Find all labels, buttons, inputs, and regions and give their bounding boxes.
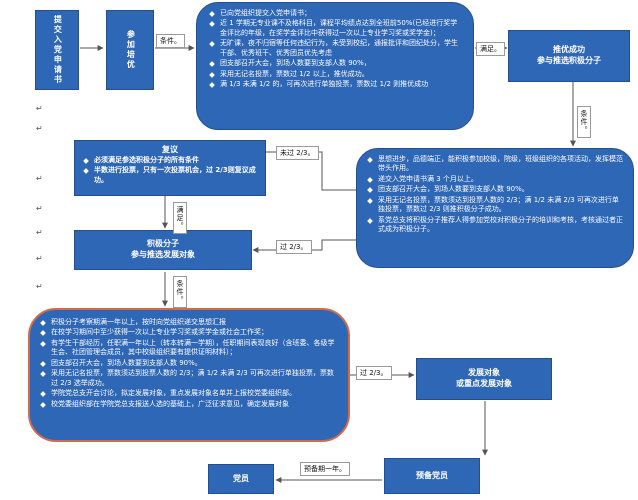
training-requirements-box: 已向党组织提交入党申请书； 近 1 学期无专业课不及格科目，课程平均绩点达到全班… (196, 2, 474, 130)
development-req-item: 积极分子考察期满一年以上，按时向党组织递交思想汇报 (40, 318, 338, 327)
activist-subtitle: 参与推选发展对象 (131, 250, 195, 259)
paragraph-mark: ↵ (36, 124, 43, 133)
excellent-success-node: 推优成功 参与推选积极分子 (508, 30, 630, 82)
paragraph-mark: ↵ (36, 228, 43, 237)
label-pass-two-thirds-1: 过 2/3。 (276, 240, 312, 254)
activist-requirements-box: 思想进步，品德端正，能积极参加校级，院级，班级组织的各项活动，发挥模范带头作用。… (356, 148, 634, 268)
training-req-item: 团支部召开大会，到场人数要到支部人数 90%， (209, 59, 463, 68)
activist-title: 积极分子 (147, 239, 179, 249)
development-req-item: 学院党总支开会讨论，拟定发展对象，重点发展对象名单并上报校党委组织部。 (40, 389, 338, 398)
label-condition-1: 条件。 (156, 34, 185, 48)
label-probation-year: 预备期一年。 (300, 462, 350, 476)
paragraph-mark: ↵ (36, 254, 43, 263)
development-target-node: 发展对象 或重点发展对象 (416, 358, 552, 400)
review-node: 复议 必须满足参选积极分子的所有条件 半数进行投票，只有一次投票机会，过 2/3… (74, 140, 266, 196)
party-member-text: 党员 (233, 473, 249, 483)
review-item: 必须满足参选积极分子的所有条件 (83, 156, 257, 165)
training-req-item: 满 1/3 未满 1/2 的，可再次进行单独投票，票数过 1/2 则推优成功 (209, 80, 463, 89)
development-req-item: 采用无记名投票，票数须达到投票人数的 2/3；满 1/2 未满 2/3 可再次进… (40, 369, 338, 388)
label-satisfied-2: 满足。 (173, 202, 187, 234)
probationary-member-text: 预备党员 (416, 470, 448, 480)
excellent-success-title: 推优成功 (553, 45, 585, 55)
development-req-item: 有学生干部经历，任职满一年以上（转本转满一学期），任职期间表现良好（含班委、各级… (40, 339, 338, 358)
development-target-title: 发展对象 (468, 368, 500, 378)
activist-req-item: 思想进步，品德端正，能积极参加校级，院级，班级组织的各项活动，发挥模范带头作用。 (367, 155, 623, 174)
review-title: 复议 (162, 145, 178, 154)
party-member-node: 党员 (208, 464, 274, 494)
paragraph-mark: ↵ (36, 282, 43, 291)
training-node: 参加培优 (106, 10, 154, 90)
paragraph-mark: ↵ (36, 204, 43, 213)
development-target-subtitle: 或重点发展对象 (456, 379, 512, 388)
activist-node: 积极分子 参与推选发展对象 (74, 230, 252, 270)
training-req-item: 已向党组织提交入党申请书； (209, 9, 463, 18)
label-condition-2: 条件。 (577, 106, 591, 138)
activist-req-item: 采用无记名投票，票数须达到投票人数的 2/3；满 1/2 未满 2/3 可再次进… (367, 196, 623, 215)
submit-application-node: 提交入党申请书 (35, 10, 79, 90)
excellent-success-subtitle: 参与推选积极分子 (537, 56, 601, 65)
training-req-item: 采用无记名投票，票数过 1/2 以上，推优成功。 (209, 70, 463, 79)
activist-req-item: 团支部召开大会，到场人数要到支部人数 90%。 (367, 185, 623, 194)
development-req-item: 在校学习期间中至少获得一次以上专业学习奖或奖学金或社会工作奖； (40, 328, 338, 337)
development-requirements-box: 积极分子考察期满一年以上，按时向党组织递交思想汇报 在校学习期间中至少获得一次以… (28, 308, 350, 442)
label-satisfied-1: 满足。 (476, 42, 505, 56)
label-fail-two-thirds: 未过 2/3。 (276, 146, 319, 160)
paragraph-mark: ↵ (36, 174, 43, 183)
training-req-item: 无旷课，夜不归宿等任何违纪行为，未受到校纪，通报批评和团纪处分，学生干部、优秀班… (209, 39, 463, 58)
development-req-item: 团支部召开大会，到场人数要到支部人数 90%。 (40, 359, 338, 368)
activist-req-item: 系党总支将积极分子推荐人得参加党校对积极分子的培训和考核，考核通过者正式成为积极… (367, 216, 623, 235)
review-item: 半数进行投票，只有一次投票机会，过 2/3则复议成功。 (83, 166, 257, 185)
training-req-item: 近 1 学期无专业课不及格科目，课程平均绩点达到全班前50%(已经进行奖学金评比… (209, 19, 463, 38)
submit-application-text: 提交入党申请书 (53, 15, 63, 85)
paragraph-mark: ↵ (36, 104, 43, 113)
training-text: 参加培优 (126, 30, 136, 70)
label-pass-two-thirds-2: 过 2/3。 (356, 366, 392, 380)
probationary-member-node: 预备党员 (384, 458, 480, 494)
label-condition-3: 条件。 (173, 276, 187, 308)
development-req-item: 校党委组织部在学院党总支报送人选的基础上，广泛征求意见，确定发展对象 (40, 400, 338, 409)
activist-req-item: 递交入党申请书满 3 个月以上。 (367, 175, 623, 184)
